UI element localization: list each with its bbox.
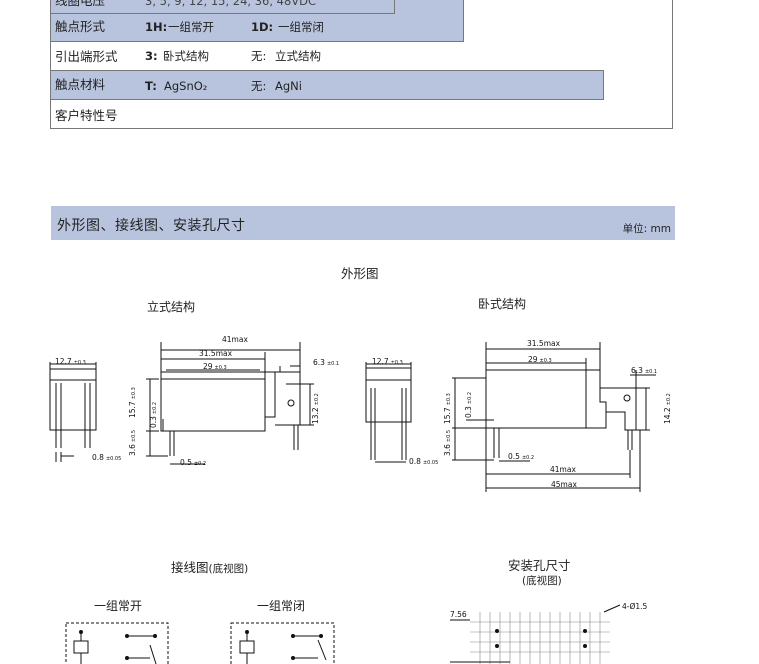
v-front-tab: [275, 371, 301, 426]
wiring-title: 接线图(底视图): [171, 560, 249, 575]
h-dim-tab: 6.3±0.1: [631, 366, 657, 375]
step-line-7: [50, 99, 604, 100]
v-side-top: [49, 368, 97, 381]
v-dim-pin-t: 0.8±0.05: [92, 453, 121, 462]
mount-dim-1: 7.56: [450, 610, 467, 619]
mounting-title: 安装孔尺寸: [508, 558, 571, 573]
h-dim-len-a: 41max: [550, 465, 576, 474]
h-front-tab: [600, 387, 637, 431]
h-dim-len3: 29±0.3: [528, 355, 552, 364]
wiring-nc-box: [230, 622, 335, 664]
v-dim-len-max: 41max: [222, 335, 248, 344]
row-bg-contact-form: [51, 13, 463, 41]
v-dim-pin-w: 0.5±0.2: [180, 458, 206, 467]
step-line-1: [394, 0, 395, 13]
h-dim-len2: 31.5max: [527, 339, 561, 348]
row-bg-coil-voltage: [51, 0, 463, 14]
step-line-4: [50, 41, 464, 42]
v-dim-pin-len: 3.6±0.5: [128, 430, 137, 456]
terminal-form-code-1: 3:: [145, 49, 158, 63]
h-dim-len-b: 45max: [551, 480, 577, 489]
table-bottom-border: [50, 128, 673, 129]
h-dim-pin-off: 0.3±0.2: [464, 392, 473, 418]
v-dim-w: 12.7±0.3: [55, 357, 86, 366]
outline-title: 外形图: [341, 266, 379, 281]
step-line-5: [50, 70, 604, 71]
terminal-form-text-1: 卧式结构: [163, 49, 209, 63]
step-line-3: [50, 13, 395, 14]
contact-material-text-2: AgNi: [275, 79, 302, 93]
terminal-form-text-2: 立式结构: [275, 49, 321, 63]
contact-material-code-1: T:: [145, 79, 157, 93]
row-value-coil-voltage: 3, 5, 9, 12, 15, 24, 36, 48VDC: [145, 0, 317, 8]
unit-label: 单位: mm: [622, 223, 671, 235]
table-left-border: [50, 0, 51, 129]
mounting-subtitle: (底视图): [522, 575, 562, 587]
h-dim-pin-t: 0.8±0.05: [409, 457, 438, 466]
terminal-form-code-2: 无:: [251, 49, 267, 63]
wiring-no-label: 一组常开: [94, 599, 143, 613]
v-dim-h: 15.7±0.3: [128, 387, 137, 418]
v-dim-tab: 6.3±0.1: [313, 358, 339, 367]
section-header: 外形图、接线图、安装孔尺寸 单位: mm: [51, 206, 675, 240]
contact-material-code-2: 无:: [251, 79, 267, 93]
table-right-border: [672, 0, 673, 129]
contact-form-code-2: 1D:: [251, 20, 274, 34]
v-dim-pin-off: 0.3±0.2: [149, 402, 158, 428]
v-dim-len2: 31.5max: [199, 349, 233, 358]
contact-form-text-1: 一组常开: [168, 20, 214, 34]
step-line-6: [603, 70, 604, 99]
v-dim-tab-h: 13.2±0.2: [311, 393, 320, 424]
row-label-contact-form: 触点形式: [55, 19, 106, 34]
row-label-customer-code: 客户特性号: [55, 108, 118, 123]
horizontal-caption: 卧式结构: [478, 297, 527, 311]
h-dim-pin-w: 0.5±0.2: [508, 452, 534, 461]
h-dim-h: 15.7±0.3: [443, 393, 452, 424]
contact-form-code-1: 1H:: [145, 20, 168, 34]
contact-form-text-2: 一组常闭: [278, 20, 324, 34]
v-dim-len3: 29±0.3: [203, 362, 227, 371]
mount-hole-label: 4-Ø1.5: [622, 602, 648, 611]
h-front-body: [485, 369, 587, 429]
wiring-nc-label: 一组常闭: [257, 599, 306, 613]
row-bg-contact-material: [51, 71, 603, 99]
step-line-2: [463, 0, 464, 41]
h-dim-w: 12.7±0.3: [372, 357, 403, 366]
v-front-body: [160, 378, 266, 432]
row-label-terminal-form: 引出端形式: [55, 49, 118, 64]
h-dim-pin-len: 3.6±0.5: [443, 430, 452, 456]
contact-material-text-1: AgSnO₂: [164, 79, 208, 93]
h-dim-tab-h: 14.2±0.2: [663, 393, 672, 424]
vertical-caption: 立式结构: [147, 300, 196, 314]
h-side-body: [365, 379, 412, 423]
row-label-coil-voltage: 线圈电压: [55, 0, 106, 8]
v-side-body: [49, 379, 97, 431]
row-label-contact-material: 触点材料: [55, 77, 106, 92]
wiring-no-box: [65, 622, 169, 664]
section-title: 外形图、接线图、安装孔尺寸: [57, 218, 246, 234]
